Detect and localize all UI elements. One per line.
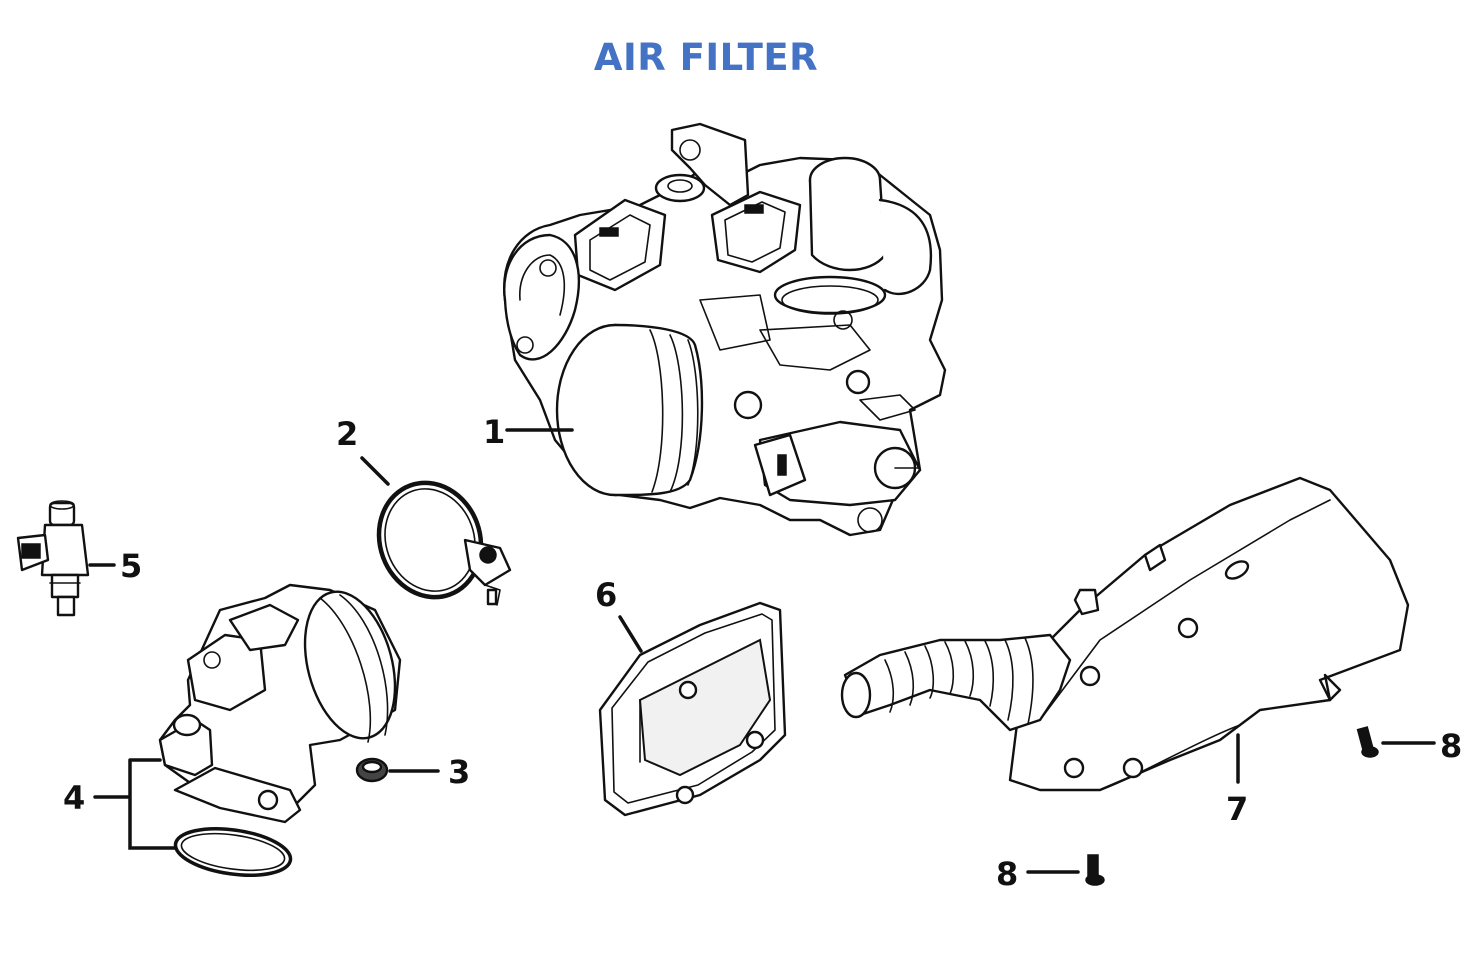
part-4-gasket[interactable] <box>173 822 294 882</box>
callout-8-upper-label: 8 <box>1440 727 1462 765</box>
callout-3-label: 3 <box>448 753 470 791</box>
part-8-screw-upper[interactable] <box>1356 726 1379 758</box>
part-1-throttle-body[interactable] <box>503 122 947 537</box>
callout-6-label: 6 <box>595 576 617 614</box>
callout-1-label: 1 <box>483 413 505 451</box>
callout-5-label: 5 <box>120 547 142 585</box>
callout-4-leader <box>93 758 177 850</box>
callout-6-leader <box>618 615 643 653</box>
callout-2-label: 2 <box>336 415 358 453</box>
callout-8-lower-label: 8 <box>996 855 1018 893</box>
part-2-hose-clamp[interactable] <box>363 468 512 611</box>
part-3-nut[interactable] <box>355 757 389 783</box>
part-5-fuel-injector[interactable] <box>16 500 90 617</box>
callout-7-label: 7 <box>1226 790 1248 828</box>
part-8-screw-lower[interactable] <box>1085 854 1105 886</box>
part-6-filter-element[interactable] <box>598 601 787 817</box>
diagram-title: AIR FILTER <box>593 36 819 79</box>
part-7-filter-housing[interactable] <box>840 476 1410 792</box>
part-4-intake-manifold[interactable] <box>158 582 410 824</box>
callout-4-label: 4 <box>63 779 85 817</box>
callout-2-leader <box>360 456 390 486</box>
